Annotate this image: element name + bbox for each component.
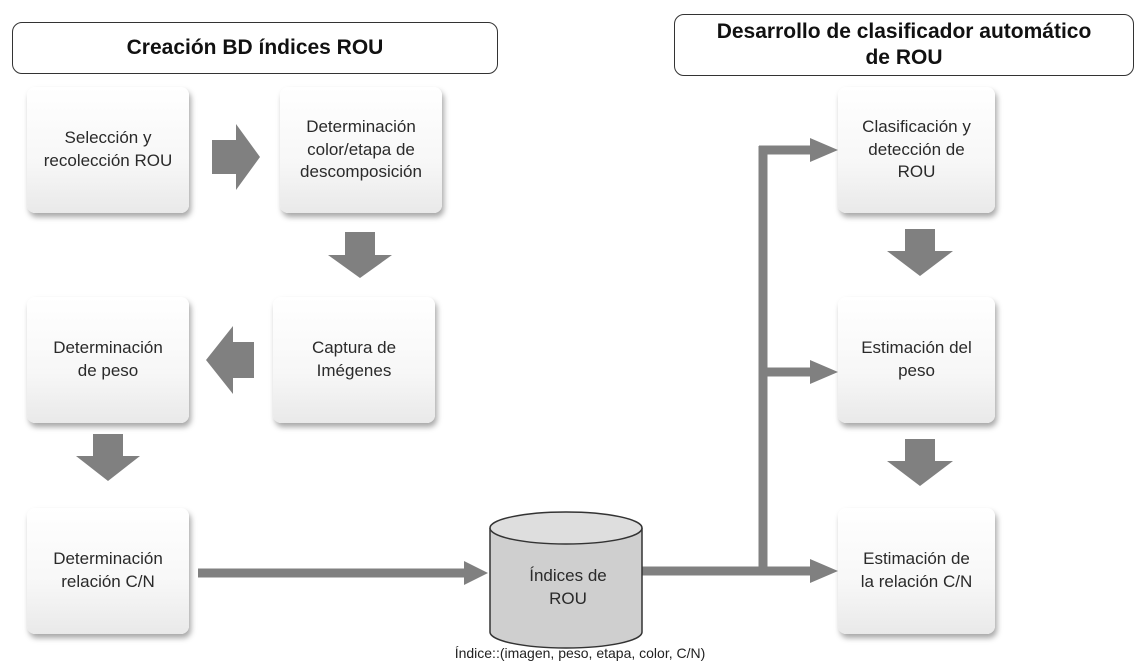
arrowhead-estpeso [810,360,838,384]
header-right: Desarrollo de clasificador automático de… [674,14,1134,76]
arrow-seleccion-to-color [212,124,260,190]
box-estimacion-relacion: Estimación de la relación C/N [838,508,995,634]
box-determinacion-color: Determinación color/etapa de descomposic… [280,87,442,213]
box-estimacion-relacion-label: Estimación de la relación C/N [860,549,973,591]
database-label: Índices de ROU [529,566,607,608]
index-note: Índice::(imagen, peso, etapa, color, C/N… [454,645,706,661]
header-left-title: Creación BD índices ROU [126,35,384,59]
arrow-color-to-captura [328,232,392,278]
box-estimacion-peso: Estimación del peso [838,297,995,423]
box-estimacion-peso-label: Estimación del peso [861,338,972,380]
box-determinacion-peso: Determinación de peso [27,297,189,423]
box-captura-label: Captura de Imégenes [311,338,397,380]
arrowhead-into-db [464,561,488,585]
box-determinacion-relacion: Determinación relación C/N [27,508,189,634]
header-left: Creación BD índices ROU [12,22,498,74]
database-cylinder [489,511,643,649]
header-right-title: Desarrollo de clasificador automático de… [716,19,1092,69]
box-determinacion-color-label: Determinación color/etapa de descomposic… [300,116,422,182]
box-determinacion-peso-label: Determinación de peso [53,338,163,380]
box-captura-imagenes: Captura de Imégenes [273,297,435,423]
arrow-clasificacion-to-estpeso [887,229,953,276]
arrow-estpeso-to-estrelacion [887,439,953,486]
box-clasificacion-label: Clasificación y detección de ROU [862,116,971,182]
arrowhead-clasificacion [810,138,838,162]
box-determinacion-relacion-label: Determinación relación C/N [53,549,163,591]
arrow-captura-to-peso [206,326,254,394]
box-seleccion-recoleccion: Selección y recolección ROU [27,87,189,213]
box-clasificacion-deteccion: Clasificación y detección de ROU [838,87,995,213]
box-seleccion-label: Selección y recolección ROU [43,128,173,170]
arrowhead-estrelacion [810,559,838,583]
arrow-peso-to-relacion [76,434,140,481]
